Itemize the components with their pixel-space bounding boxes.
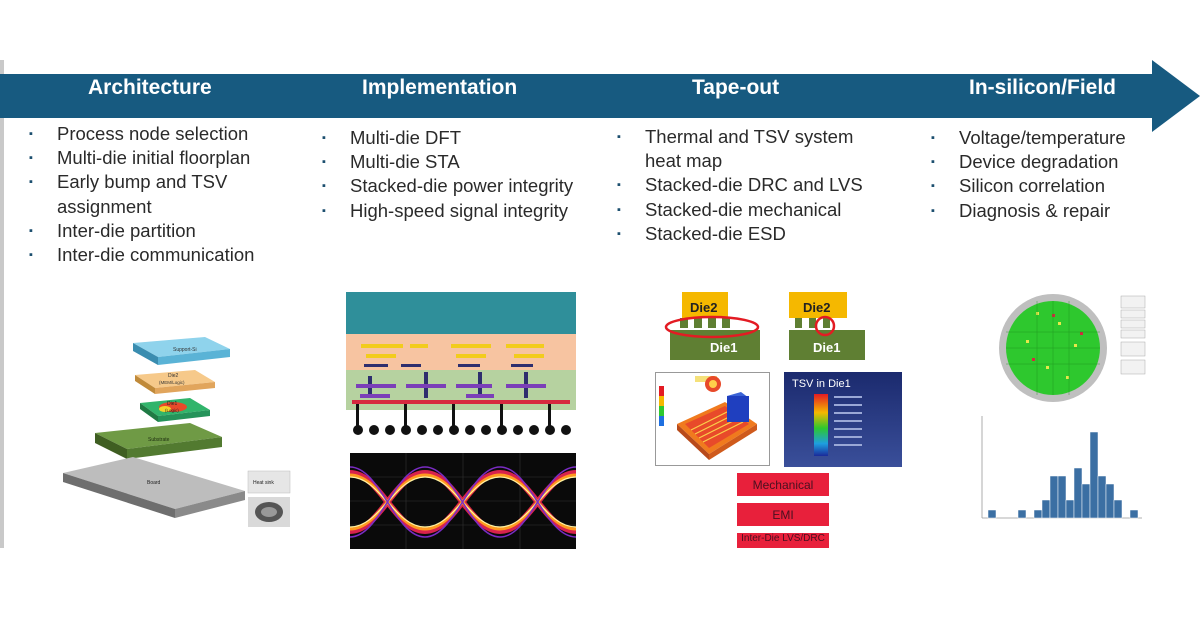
tape-out-list: Thermal and TSV system heat map Stacked-… [615, 125, 895, 246]
die-bump-figure-a: Die2 Die1 [660, 290, 770, 364]
die2-label: Die2 [168, 373, 179, 379]
board-label: Board [147, 480, 161, 486]
die1-a-label: Die1 [710, 340, 737, 355]
stage-title-architecture: Architecture [88, 76, 212, 99]
architecture-list: Process node selection Multi-die initial… [27, 122, 297, 267]
die2-b-label: Die2 [803, 300, 830, 315]
list-item: Inter-die communication [27, 243, 297, 267]
list-item: Diagnosis & repair [929, 199, 1189, 223]
die-stack-illustration: Support-Si Die2 (MEM/Logic) Die1 (Logic)… [55, 325, 300, 530]
mechanical-tag: Mechanical [737, 473, 829, 496]
list-item: Multi-die STA [320, 150, 610, 174]
substrate-label: Substrate [148, 437, 170, 443]
list-item: Thermal and TSV system heat map [615, 125, 875, 173]
list-item: Early bump and TSV assignment [27, 170, 267, 218]
support-si-label: Support-Si [173, 347, 197, 353]
tsv-label: TSV in Die1 [792, 378, 851, 390]
list-item: High-speed signal integrity [320, 199, 610, 223]
left-edge-bar [0, 60, 4, 548]
die1-sub-label: (Logic) [165, 408, 179, 413]
stage-title-tape-out: Tape-out [692, 76, 780, 99]
wafer-map [996, 292, 1152, 404]
cross-section-layout [346, 292, 576, 440]
list-item: Multi-die initial floorplan [27, 146, 297, 170]
die2-sub-label: (MEM/Logic) [159, 380, 185, 385]
inter-die-lvs-drc-tag: Inter-Die LVS/DRC [737, 533, 829, 548]
die-bump-figure-b: Die2 Die1 [785, 290, 870, 364]
stage-title-in-silicon-field: In-silicon/Field [969, 76, 1117, 99]
list-item: Inter-die partition [27, 219, 297, 243]
die1-b-label: Die1 [813, 340, 840, 355]
stage-title-implementation: Implementation [362, 76, 518, 99]
list-item: Device degradation [929, 150, 1189, 174]
emi-tag: EMI [737, 503, 829, 526]
list-item: Stacked-die ESD [615, 222, 895, 246]
list-item: Multi-die DFT [320, 126, 610, 150]
heatsink-label: Heat sink [253, 480, 274, 486]
list-item: Voltage/temperature [929, 126, 1189, 150]
die2-a-label: Die2 [690, 300, 717, 315]
histogram [976, 412, 1146, 530]
list-item: Stacked-die mechanical [615, 198, 895, 222]
list-item: Stacked-die power integrity [320, 174, 610, 198]
list-item: Stacked-die DRC and LVS [615, 173, 895, 197]
implementation-list: Multi-die DFT Multi-die STA Stacked-die … [320, 126, 610, 223]
thermal-map [655, 372, 770, 466]
in-silicon-list: Voltage/temperature Device degradation S… [929, 126, 1189, 223]
tsv-in-die1-panel: TSV in Die1 [784, 372, 902, 467]
process-arrow [0, 60, 1200, 132]
die1-label: Die1 [167, 401, 178, 407]
list-item: Process node selection [27, 122, 297, 146]
eye-diagram [350, 453, 576, 549]
list-item: Silicon correlation [929, 174, 1189, 198]
